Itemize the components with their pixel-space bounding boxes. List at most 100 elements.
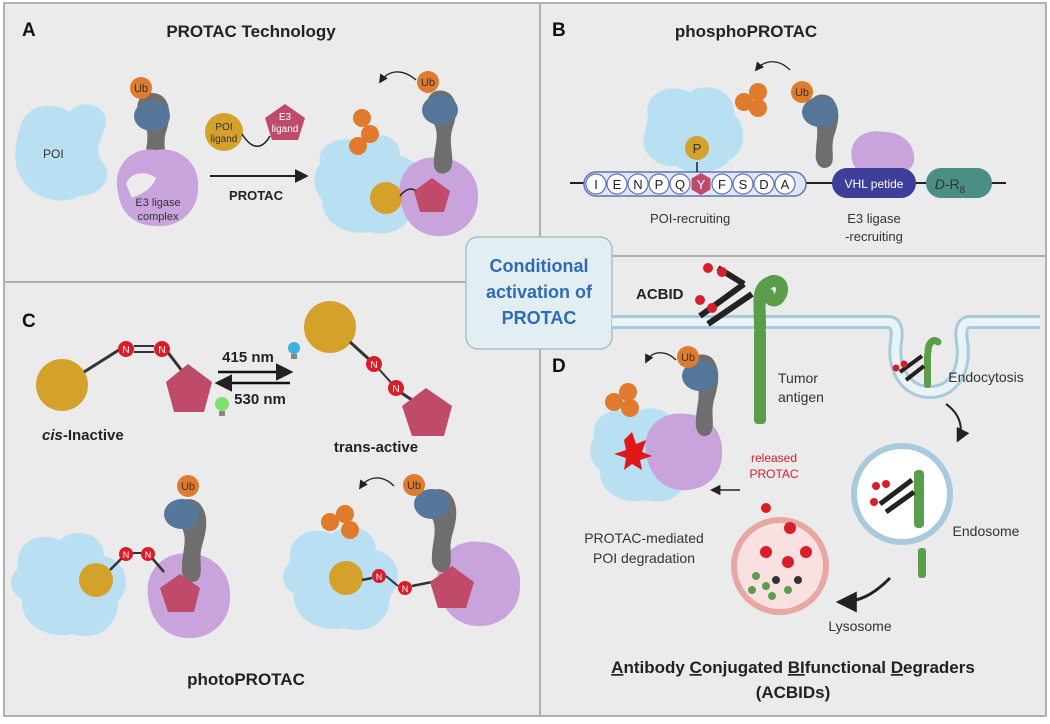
peptide-residue bbox=[732, 173, 754, 195]
inactive-poi-ligand bbox=[79, 563, 113, 597]
antibody-arm-1 bbox=[698, 281, 746, 319]
peptide-residue bbox=[648, 173, 670, 195]
panel-c-letter: C bbox=[22, 311, 36, 332]
phospho-tyrosine bbox=[691, 173, 711, 195]
poi-protein bbox=[15, 104, 108, 201]
active-ubiquitin bbox=[403, 474, 425, 496]
inactive-bond-2 bbox=[151, 557, 165, 573]
transferred-ub-3 bbox=[349, 137, 367, 155]
ub-chain-1 bbox=[735, 93, 753, 111]
ternary-e3-ligand bbox=[414, 178, 450, 212]
active-bond-2 bbox=[411, 580, 433, 588]
blue-bulb-icon bbox=[288, 342, 300, 354]
phosphate bbox=[685, 136, 709, 160]
active-n2 bbox=[398, 581, 412, 595]
degradation-ub-chain-1 bbox=[605, 393, 623, 411]
inactive-ub-label: Ub bbox=[181, 481, 195, 493]
e3-ligand-label-1: E3 bbox=[279, 112, 292, 123]
cis-n1-label: N bbox=[122, 345, 129, 356]
acbid-label: ACBID bbox=[636, 286, 684, 303]
d-r8-label: D-R8 bbox=[935, 176, 966, 196]
e2-enzyme bbox=[134, 101, 170, 131]
active-n1 bbox=[372, 569, 386, 583]
inactive-ubiquitin bbox=[177, 475, 199, 497]
peptide-residue-label: N bbox=[633, 177, 642, 192]
poi-label: POI bbox=[43, 147, 64, 161]
panel-b-letter: B bbox=[552, 20, 566, 41]
acbid-footer-line-2: (ACBIDs) bbox=[756, 683, 831, 702]
wavelength-530: 530 nm bbox=[234, 391, 286, 408]
peptide-residue-label: Y bbox=[697, 177, 706, 192]
ternary-e2 bbox=[422, 95, 458, 125]
panel-a-title: PROTAC Technology bbox=[166, 22, 336, 41]
lysosome-label: Lysosome bbox=[828, 618, 892, 634]
degradation-ub-chain-2 bbox=[619, 383, 637, 401]
trans-label: trans-active bbox=[334, 439, 418, 456]
active-e2 bbox=[414, 489, 450, 519]
fragment-6 bbox=[768, 592, 776, 600]
active-ub-chain-3 bbox=[341, 521, 359, 539]
phosphate-label: P bbox=[693, 141, 702, 156]
pit-payload-1 bbox=[892, 364, 900, 372]
panel-c-title: photoPROTAC bbox=[187, 670, 305, 689]
e3-ligase bbox=[116, 149, 199, 227]
acbid-footer-line-1: Antibody Conjugated BIfunctional Degrade… bbox=[611, 658, 975, 677]
degradation-ubiquitin bbox=[677, 346, 699, 368]
ub-chain-3 bbox=[749, 99, 767, 117]
inactive-bond-1 bbox=[109, 557, 123, 571]
protac-arrow-label: PROTAC bbox=[229, 188, 284, 203]
cis-n2 bbox=[154, 341, 170, 357]
transferred-ub-2 bbox=[361, 125, 379, 143]
endosome bbox=[851, 443, 953, 545]
e3-binding-pocket bbox=[126, 173, 156, 198]
protac-burst bbox=[614, 432, 652, 470]
ub-label: Ub bbox=[134, 83, 148, 95]
peptide-residue bbox=[585, 173, 607, 195]
wavelength-415: 415 nm bbox=[222, 349, 274, 366]
e3-recruiting-label-1: E3 ligase bbox=[847, 211, 900, 226]
poi-ligand bbox=[205, 113, 243, 151]
active-ub-chain-2 bbox=[336, 505, 354, 523]
blue-bulb-base bbox=[291, 354, 297, 359]
pit-payload-2 bbox=[900, 360, 908, 368]
transferred-ub-1 bbox=[353, 109, 371, 127]
panel-c-bg bbox=[5, 283, 540, 715]
inactive-n1 bbox=[119, 547, 133, 561]
peptide-residue-label: D bbox=[759, 177, 768, 192]
trans-e3-ligand bbox=[402, 388, 452, 436]
endocytosis-arrow bbox=[945, 403, 970, 443]
peptide-residue bbox=[774, 173, 796, 195]
active-ub-label: Ub bbox=[407, 480, 421, 492]
fragment-5 bbox=[794, 576, 802, 584]
released-protac-2 bbox=[784, 522, 796, 534]
released-label-1: released bbox=[751, 451, 797, 465]
poi-recruiting-label: POI-recruiting bbox=[650, 211, 730, 226]
lysosome bbox=[731, 517, 829, 615]
peptide-residue bbox=[753, 173, 775, 195]
active-e3-ligand bbox=[430, 566, 474, 608]
tumor-antigen-head bbox=[753, 275, 789, 334]
active-n1-label: N bbox=[376, 572, 383, 582]
cis-n2-label: N bbox=[158, 345, 165, 356]
trans-bond-2 bbox=[399, 390, 413, 402]
fragment-2 bbox=[762, 582, 770, 590]
peptide-residue bbox=[669, 173, 691, 195]
peptide-residue-label: F bbox=[718, 177, 726, 192]
poi-protein-b bbox=[643, 87, 744, 173]
d-r8 bbox=[926, 168, 992, 198]
endosome-label: Endosome bbox=[953, 523, 1020, 539]
cell-membrane-core bbox=[612, 318, 1040, 397]
protac-linker bbox=[241, 133, 271, 147]
ubiquitin bbox=[130, 77, 152, 99]
peptide-residue-label: E bbox=[613, 177, 622, 192]
endosome-payload-1 bbox=[872, 482, 880, 490]
cis-poi-ligand bbox=[36, 359, 88, 411]
green-bulb-icon bbox=[215, 397, 229, 411]
poi-ligand-label-1: POI bbox=[215, 122, 232, 133]
ub-label-b: Ub bbox=[795, 87, 809, 99]
ub-chain-2 bbox=[749, 83, 767, 101]
